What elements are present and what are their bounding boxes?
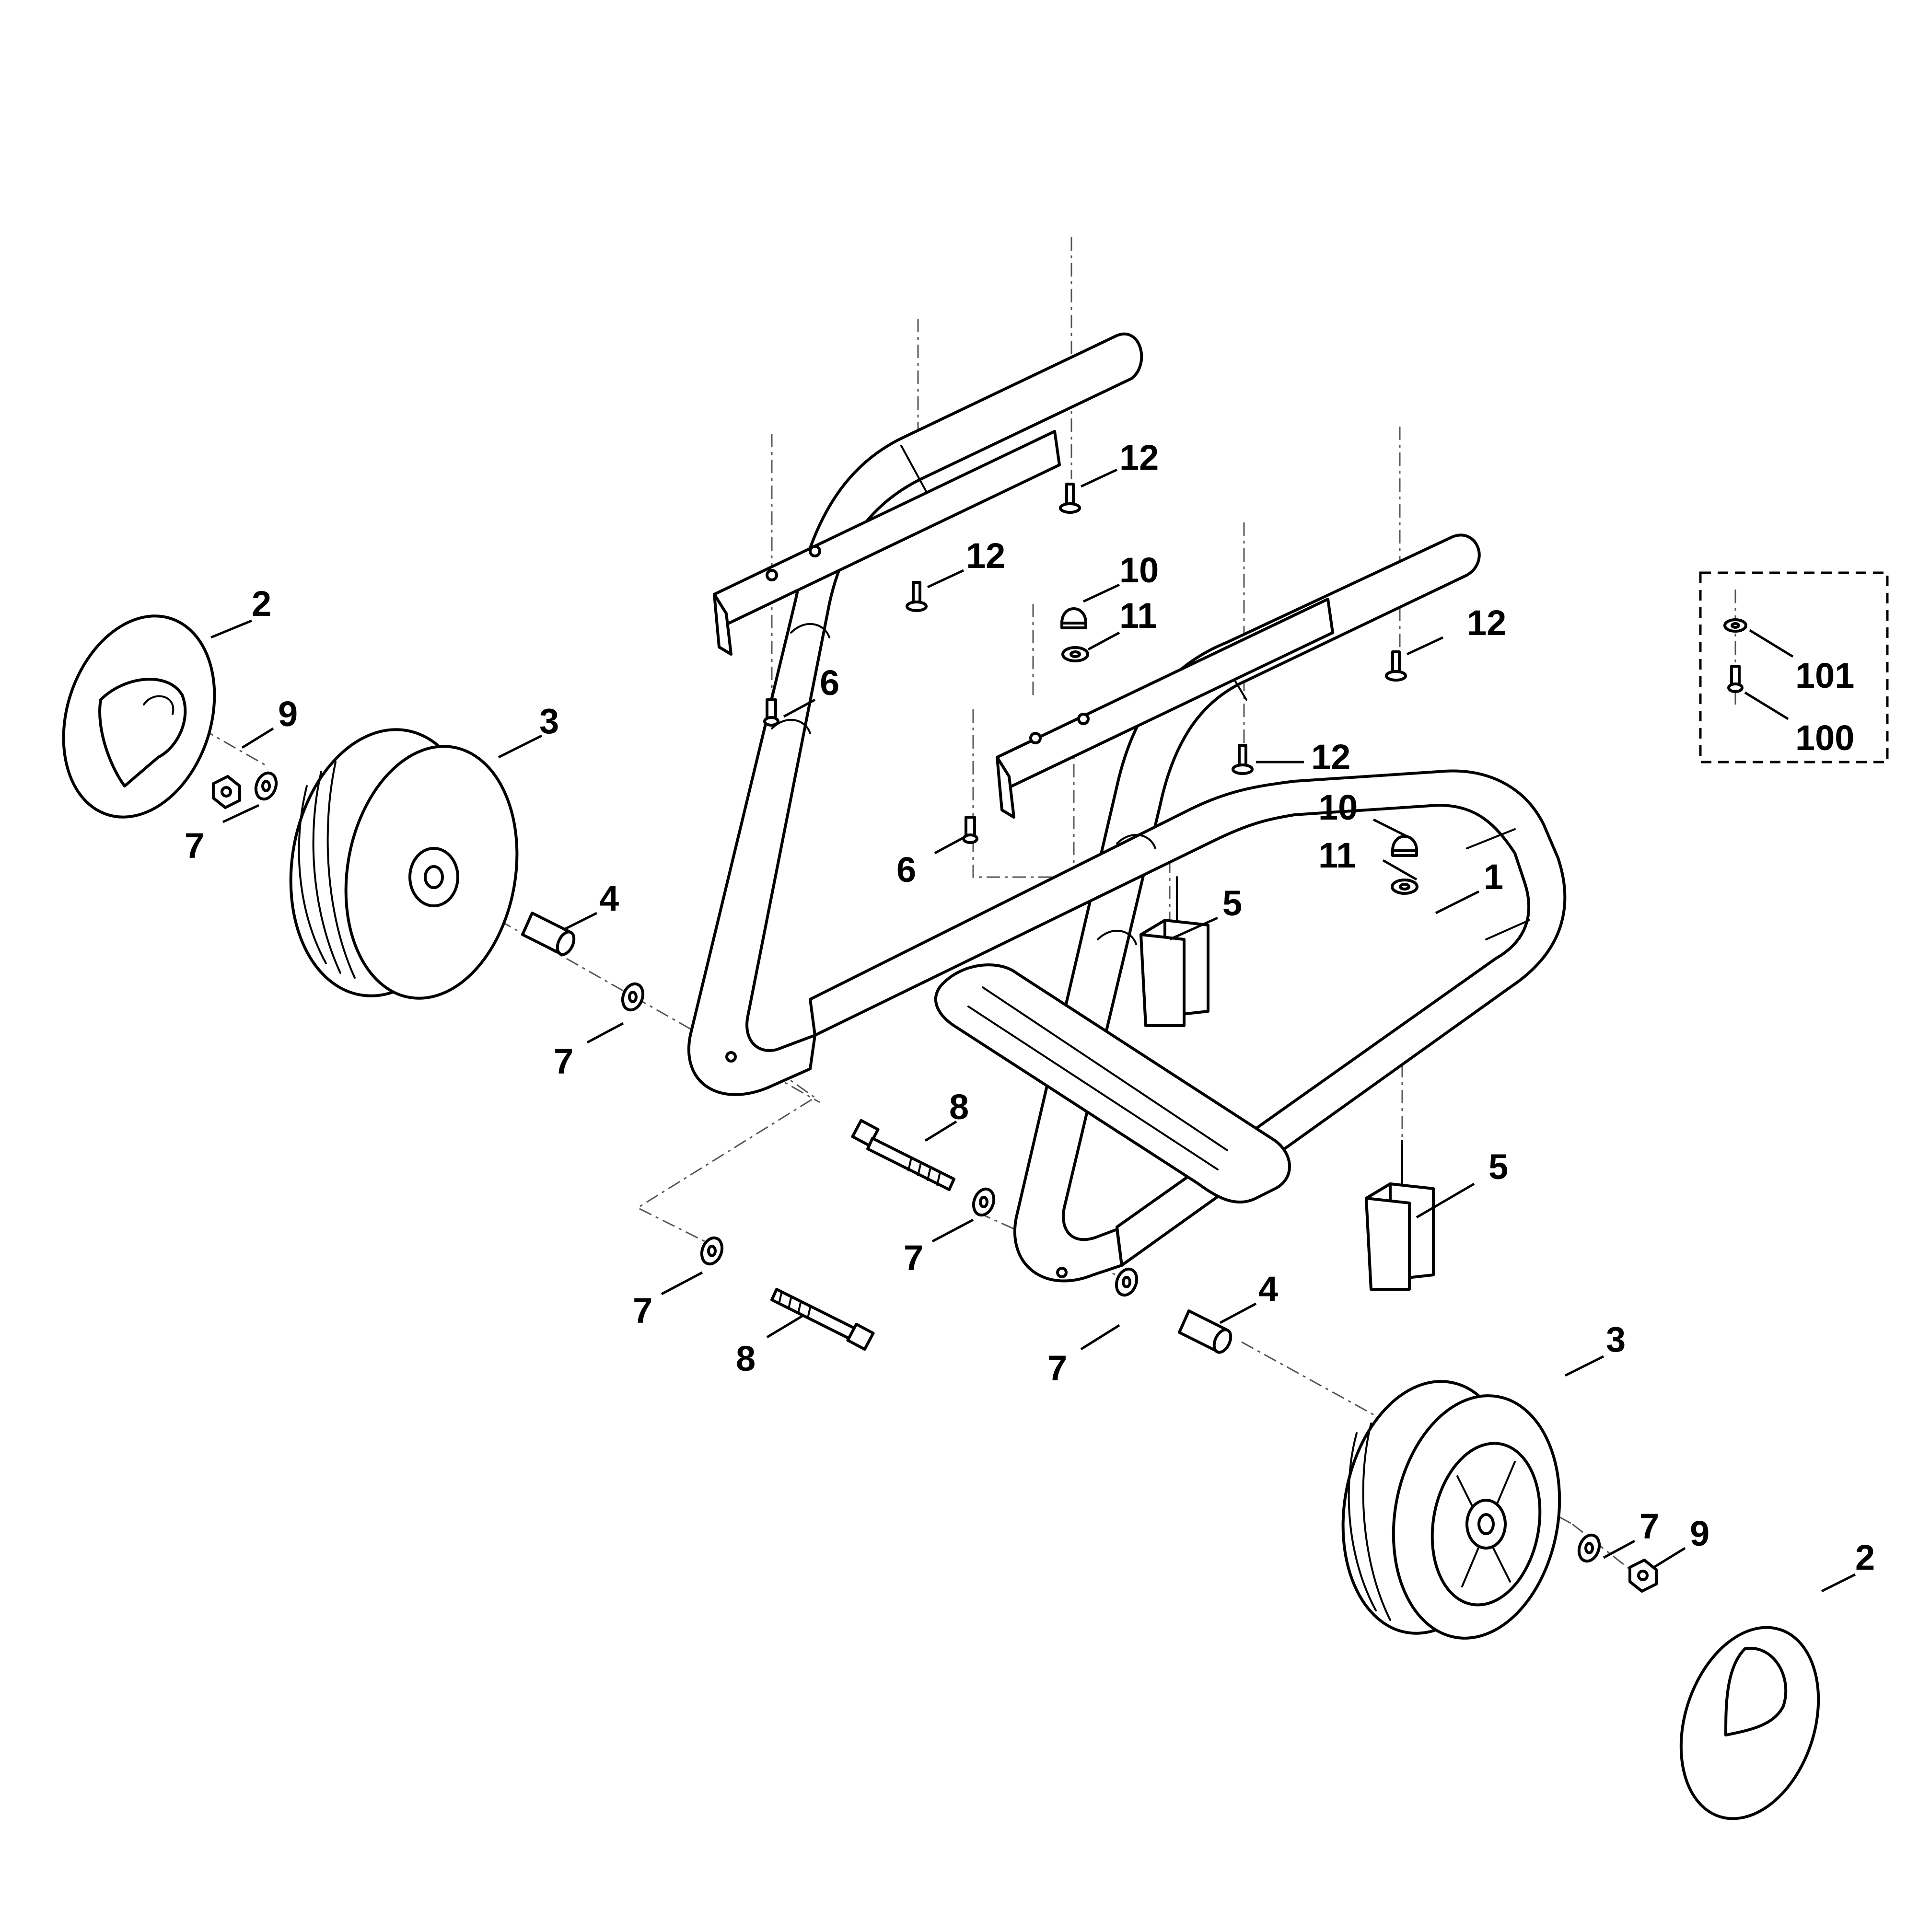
- callout-7-f: 7: [1639, 1506, 1659, 1546]
- hub-cap-right: [1679, 1626, 1820, 1820]
- nut-part9-b: [1628, 1559, 1658, 1593]
- washer-part7-a: [254, 771, 278, 801]
- leader-lines: [210, 468, 1856, 1593]
- callout-8-upper: 8: [949, 1087, 969, 1127]
- washer-part7-d: [700, 1236, 724, 1266]
- callout-2-left: 2: [252, 584, 271, 624]
- callout-3-right: 3: [1606, 1319, 1626, 1359]
- washer-part7-c: [972, 1187, 996, 1217]
- callout-9-right: 9: [1690, 1514, 1709, 1553]
- washer-part7-f: [1577, 1533, 1601, 1563]
- callout-10-upper: 10: [1119, 550, 1159, 590]
- callout-6-rear: 6: [820, 663, 839, 703]
- axle-sleeve-right: [1178, 1309, 1232, 1354]
- screw-part6-a: [763, 698, 779, 727]
- wheel-left: [289, 728, 519, 1000]
- callout-11-lower: 11: [1318, 835, 1356, 875]
- callouts: 1 2 2 3 3 4 4 5 5 6 6 7 7 7 7 7 7 8 8 9 …: [185, 438, 1875, 1577]
- callout-10-lower: 10: [1318, 787, 1358, 827]
- rubber-foot-upper: [1139, 876, 1209, 1027]
- screw-part12-d: [1232, 744, 1254, 775]
- callout-3-left: 3: [539, 701, 559, 741]
- cap-nut-part10-a: [1060, 607, 1087, 629]
- callout-12-d: 12: [1311, 737, 1350, 777]
- callout-7-a: 7: [185, 826, 204, 866]
- washer-part7-e: [1115, 1267, 1139, 1297]
- callout-5-upper: 5: [1222, 883, 1242, 923]
- callout-101: 101: [1795, 656, 1854, 695]
- callout-12-b: 12: [966, 536, 1005, 576]
- callout-7-c: 7: [904, 1238, 923, 1278]
- cart-frame: [687, 333, 1567, 1283]
- wheel-right: [1341, 1380, 1561, 1640]
- callout-100: 100: [1795, 718, 1854, 758]
- washer-part11-b: [1391, 879, 1418, 895]
- screw-part12-a: [1059, 483, 1081, 514]
- callout-1: 1: [1484, 857, 1503, 897]
- rubber-foot-lower: [1365, 1140, 1435, 1291]
- callout-5-lower: 5: [1488, 1147, 1508, 1187]
- callout-7-d: 7: [633, 1291, 652, 1330]
- callout-12-a: 12: [1119, 438, 1159, 477]
- screw-part12-c: [1385, 650, 1407, 682]
- washer-part7-b: [621, 982, 645, 1012]
- cap-nut-part10-b: [1391, 835, 1418, 857]
- callout-2-right: 2: [1855, 1538, 1875, 1577]
- nut-part9-a: [212, 775, 241, 809]
- callout-6-front: 6: [896, 850, 916, 890]
- inset-box: [1699, 571, 1889, 764]
- callout-7-e: 7: [1047, 1348, 1067, 1388]
- screw-part6-b: [962, 816, 978, 844]
- screw-part12-b: [906, 581, 928, 612]
- callout-12-c: 12: [1467, 603, 1506, 643]
- callout-9-left: 9: [278, 694, 298, 734]
- hub-cap-left: [62, 614, 216, 819]
- bolt-part8-a: [851, 1119, 955, 1191]
- callout-11-upper: 11: [1119, 596, 1157, 636]
- axle-sleeve-left: [521, 912, 576, 956]
- callout-8-lower: 8: [736, 1339, 756, 1378]
- callout-7-b: 7: [554, 1041, 573, 1081]
- handle-bracket-front: [996, 598, 1334, 819]
- callout-4-right: 4: [1258, 1269, 1278, 1309]
- handle-bracket-rear: [713, 430, 1061, 656]
- washer-part11-a: [1061, 646, 1089, 662]
- callout-4-left: 4: [599, 879, 619, 918]
- bolt-part8-b: [770, 1288, 875, 1351]
